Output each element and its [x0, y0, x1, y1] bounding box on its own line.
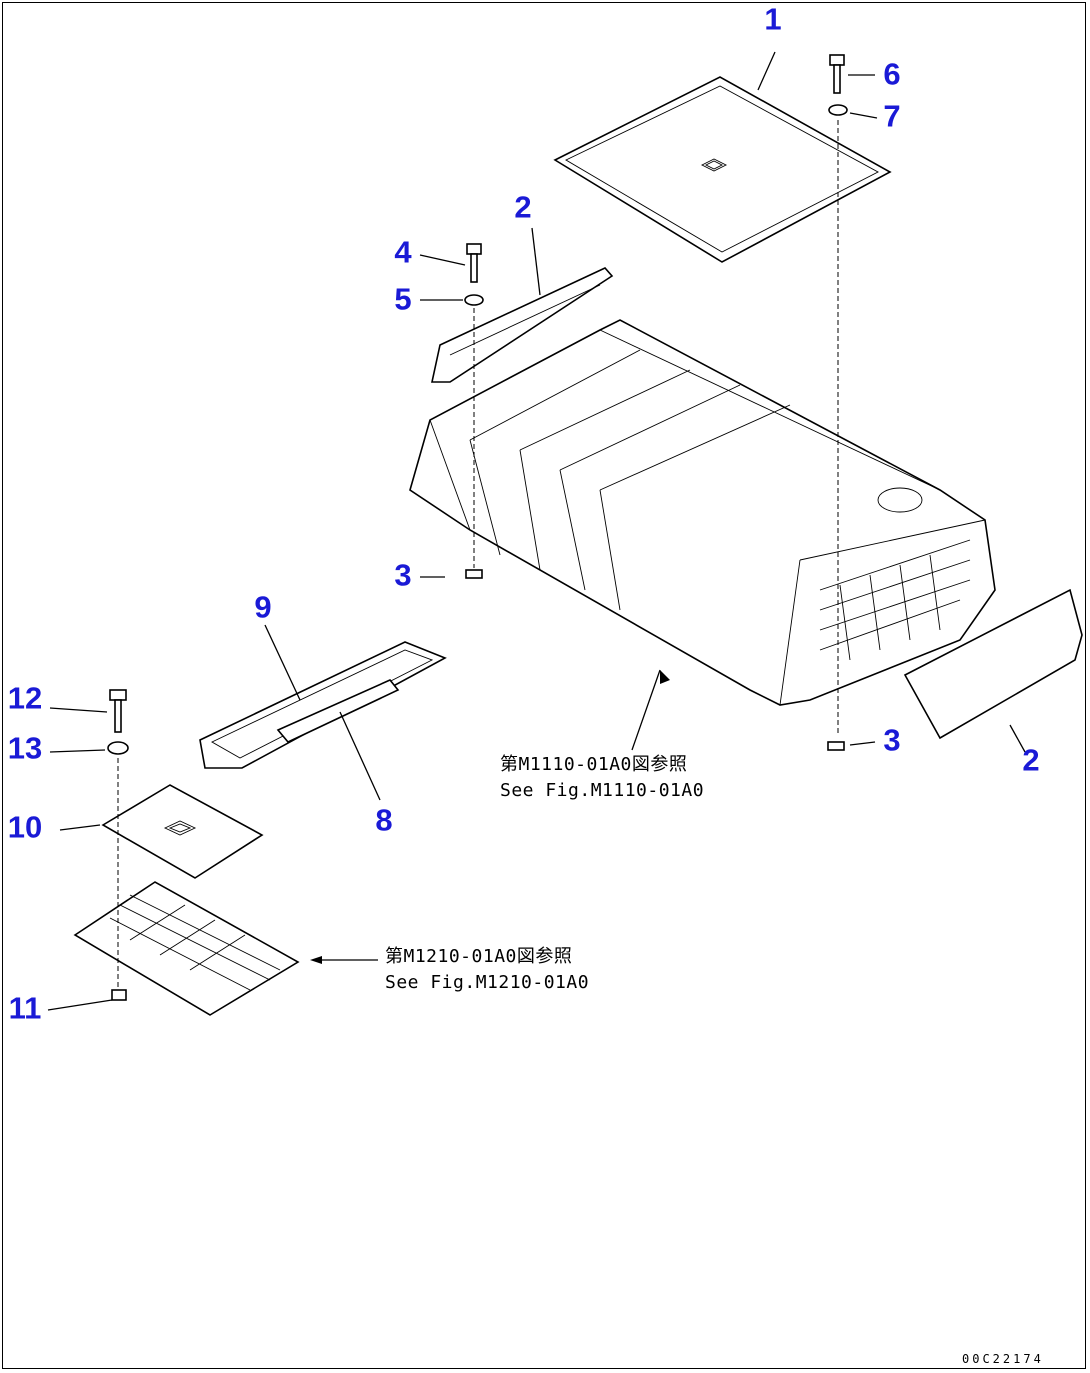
washer-13	[49, 741, 129, 755]
callout-8: 8	[375, 802, 393, 838]
callout-7: 7	[883, 98, 901, 134]
callout-6: 6	[883, 56, 901, 92]
floor-reference-en: See Fig.M1210-01A0	[385, 972, 590, 993]
drawing-code: 00C22174	[962, 1352, 1044, 1366]
part-2-upper-trim	[431, 227, 614, 383]
callout-4: 4	[394, 234, 412, 270]
callout-1: 1	[764, 1, 782, 37]
callout-13: 13	[7, 730, 43, 766]
washer-7	[828, 104, 878, 119]
part-9-long-plate	[199, 624, 447, 769]
callout-2-upper: 2	[514, 189, 532, 225]
bolt-12	[49, 689, 127, 733]
roof-grille	[819, 539, 971, 661]
callout-12: 12	[7, 680, 43, 716]
nut-11	[47, 989, 127, 1011]
bolt-4	[419, 243, 482, 283]
callout-2-lower: 2	[1022, 742, 1040, 778]
callout-3-right: 3	[883, 722, 901, 758]
part-2-lower-trim	[903, 588, 1083, 753]
main-housing	[409, 319, 996, 751]
callout-3-left: 3	[394, 557, 412, 593]
callout-5: 5	[394, 281, 412, 317]
callout-9: 9	[254, 589, 272, 625]
callout-10: 10	[7, 809, 43, 845]
roof-reference-jp: 第M1110-01A0図参照	[500, 754, 688, 775]
floor-reference-jp: 第M1210-01A0図参照	[385, 946, 573, 967]
nut-3-right	[827, 741, 876, 751]
floor-grate	[73, 881, 378, 1016]
part-8-strip	[276, 679, 400, 801]
bolt-6	[829, 54, 875, 94]
washer-5	[420, 294, 484, 306]
roof-reference-en: See Fig.M1110-01A0	[500, 780, 705, 801]
part-1-cover-plate	[553, 51, 892, 263]
part-10-plate	[59, 784, 264, 879]
nut-3-left	[420, 569, 483, 579]
callout-11: 11	[8, 990, 42, 1026]
